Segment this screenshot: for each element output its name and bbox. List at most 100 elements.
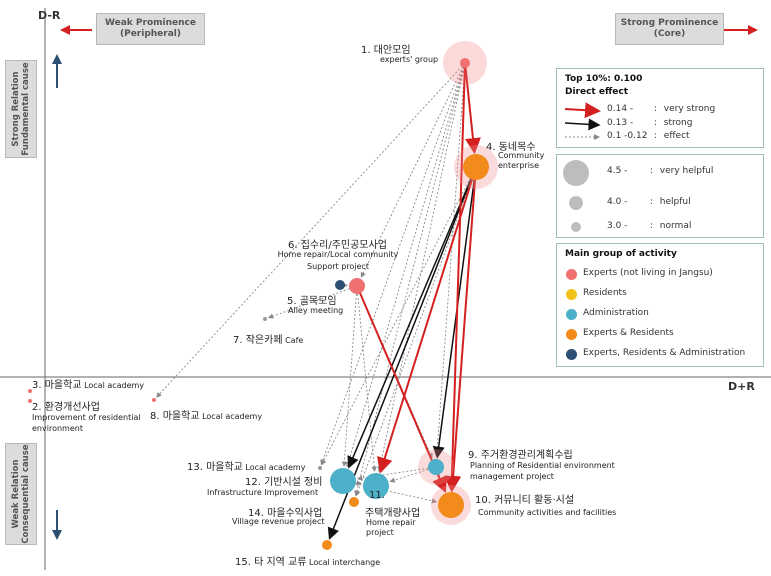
node-12-circle bbox=[330, 468, 356, 494]
node-13-circle bbox=[318, 466, 322, 470]
weak-relation-line1: Weak Relation bbox=[11, 459, 21, 529]
weak-relation-box: Weak Relation Consequential cause bbox=[5, 443, 37, 545]
edge-1-to-9 bbox=[434, 62, 466, 458]
node-14-circle bbox=[349, 497, 359, 507]
weak-relation-line2: Consequential cause bbox=[21, 444, 31, 544]
strong-prominence-line1: Strong Prominence bbox=[620, 18, 719, 28]
legend-size-row: 4.5 - : very helpful bbox=[607, 166, 713, 176]
legend-group: Main group of activity Experts (not livi… bbox=[556, 243, 764, 367]
node-11-circle bbox=[363, 473, 389, 499]
node-7-sub-text: Cafe bbox=[282, 336, 304, 345]
legend-group-title: Main group of activity bbox=[565, 249, 677, 259]
edge-4-to-12 bbox=[347, 166, 477, 469]
legend-group-swatch bbox=[566, 269, 577, 280]
node-8-main-text: 8. 마을학교 bbox=[150, 411, 200, 422]
weak-prominence-box: Weak Prominence (Peripheral) bbox=[96, 13, 205, 45]
edge-layer bbox=[156, 62, 481, 540]
strong-relation-line1: Strong Relation bbox=[11, 71, 21, 147]
node-5-main-text: 5. 골목모임 bbox=[287, 296, 337, 307]
legend-group-swatch bbox=[566, 329, 577, 340]
node-9-sub-text: Planning of Residential environment mana… bbox=[470, 461, 615, 481]
edge-1-to-10 bbox=[443, 62, 466, 493]
legend-group-swatch bbox=[566, 349, 577, 360]
strong-relation-box: Strong Relation Fundamental cause bbox=[5, 60, 37, 158]
node-5-circle bbox=[335, 280, 345, 290]
left-arrow-head bbox=[60, 25, 70, 35]
legend-effect-title2: Direct effect bbox=[565, 87, 629, 97]
node-11-sub-text: 주택개량사업 bbox=[365, 508, 421, 519]
legend-size-row: 3.0 - : normal bbox=[607, 221, 691, 231]
node-1-circle bbox=[460, 58, 470, 68]
strong-prominence-box: Strong Prominence (Core) bbox=[615, 13, 724, 45]
edge-4-to-14 bbox=[355, 166, 477, 497]
legend-effect-label: strong bbox=[663, 118, 693, 128]
node-15-label: 15. 타 지역 교류 Local interchange bbox=[235, 553, 380, 568]
node-12-main-text: 12. 기반시설 정비 bbox=[245, 477, 323, 488]
legend-effect-range: 0.14 - bbox=[607, 104, 634, 114]
node-1-sub-text: experts' group bbox=[380, 55, 439, 64]
weak-prominence-line2: (Peripheral) bbox=[119, 29, 181, 39]
node-8-label: 8. 마을학교 Local academy bbox=[150, 407, 262, 422]
legend-effect-range: 0.13 - bbox=[607, 118, 634, 128]
node-11-main-text: 11. bbox=[369, 490, 385, 501]
node-15-circle bbox=[322, 540, 332, 550]
legend-group-label: Experts & Residents bbox=[583, 328, 674, 338]
legend-effect-label: effect bbox=[663, 131, 690, 141]
strong-relation-text: Strong Relation Fundamental cause bbox=[11, 34, 31, 184]
right-arrow-head bbox=[748, 25, 758, 35]
node-12-sub-text: Infrastructure Improvement bbox=[207, 488, 319, 497]
legend-group-label: Administration bbox=[583, 308, 649, 318]
node-13-main-text: 13. 마을학교 bbox=[187, 462, 243, 473]
node-6-circle bbox=[349, 278, 365, 294]
legend-effect-sep: : bbox=[653, 131, 657, 141]
edge-6-to-10 bbox=[356, 285, 447, 494]
legend-size-range: 4.5 - bbox=[607, 166, 628, 176]
node-8-sub-text: Local academy bbox=[199, 412, 263, 421]
node-2-circle bbox=[28, 399, 32, 403]
node-13-sub-text: Local academy bbox=[242, 463, 306, 472]
legend-group-label: Residents bbox=[583, 288, 627, 298]
node-10-circle bbox=[438, 492, 464, 518]
legend-size-label: very helpful bbox=[659, 166, 714, 176]
node-14-main-text: 14. 마을수익사업 bbox=[248, 508, 323, 519]
legend-effect-sep: : bbox=[653, 104, 657, 114]
node-4-main-text: 4. 동네목수 bbox=[486, 142, 536, 153]
node-9-circle bbox=[428, 459, 444, 475]
edge-4-to-11 bbox=[377, 166, 477, 474]
node-7-label: 7. 작은카페 Cafe bbox=[233, 331, 303, 346]
legend-group-label: Experts, Residents & Administration bbox=[583, 348, 746, 358]
node-3-circle bbox=[28, 389, 32, 393]
node-4-circle bbox=[463, 154, 489, 180]
legend-effect-lines bbox=[564, 102, 601, 140]
node-15-sub-text: Local interchange bbox=[306, 558, 381, 567]
legend-size-sep: : bbox=[649, 166, 653, 176]
node-13-label: 13. 마을학교 Local academy bbox=[187, 458, 305, 473]
edge-6-to-11 bbox=[356, 285, 377, 472]
node-layer bbox=[28, 41, 498, 550]
strong-prominence-line2: (Core) bbox=[653, 29, 686, 39]
legend-size: 4.5 - : very helpful 4.0 - : helpful 3.0… bbox=[556, 154, 764, 238]
weak-relation-text: Weak Relation Consequential cause bbox=[11, 419, 31, 569]
legend-size-row: 4.0 - : helpful bbox=[607, 197, 691, 207]
weak-prominence-line1: Weak Prominence bbox=[105, 18, 196, 28]
legend-size-dot-medium bbox=[569, 196, 583, 210]
legend-size-sep: : bbox=[649, 221, 653, 231]
x-axis-label: D+R bbox=[728, 380, 755, 393]
up-arrow-head bbox=[52, 54, 62, 64]
legend-effect: Top 10%: 0.100 Direct effect 0.14 - : ve… bbox=[556, 68, 764, 148]
edge-4-to-10 bbox=[445, 166, 477, 493]
edge-6-to-12 bbox=[341, 285, 358, 467]
node-3-label: 3. 마을학교 Local academy bbox=[32, 376, 144, 391]
legend-size-dot-small bbox=[571, 222, 581, 232]
node-3-sub-text: Local academy bbox=[81, 381, 145, 390]
node-6-main-text: 6. 집수리/주민공모사업 bbox=[288, 240, 387, 251]
edge-1-to-11 bbox=[377, 62, 466, 473]
node-7-main-text: 7. 작은카페 bbox=[233, 335, 283, 346]
legend-effect-label: very strong bbox=[663, 104, 716, 114]
strong-relation-line2: Fundamental cause bbox=[21, 62, 31, 156]
legend-very-strong-line bbox=[564, 102, 601, 119]
node-2-sub-text: Improvement of residential environment bbox=[32, 413, 141, 433]
legend-group-label: Experts (not living in Jangsu) bbox=[583, 268, 713, 278]
legend-size-label: helpful bbox=[659, 197, 691, 207]
